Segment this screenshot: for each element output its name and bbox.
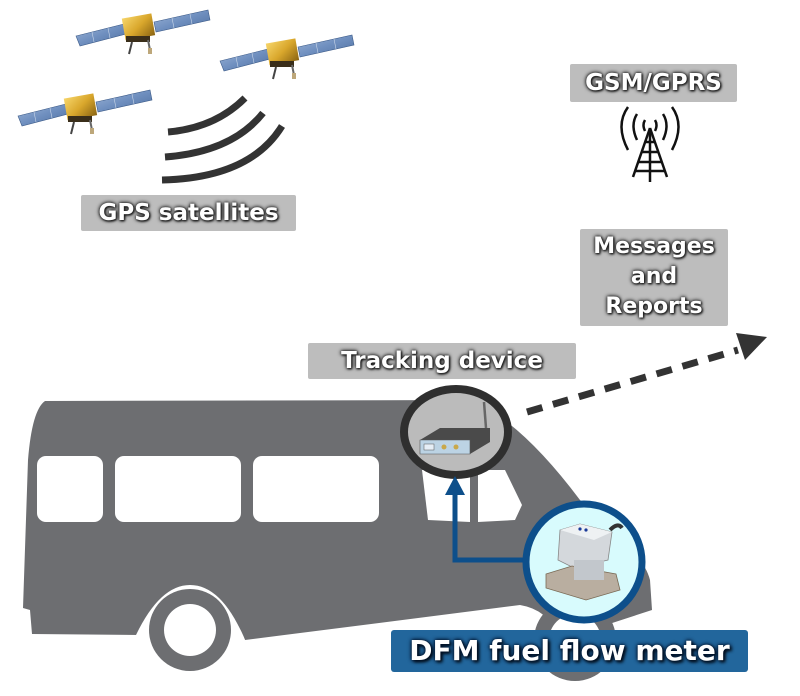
satellite-icon <box>75 9 211 55</box>
gsm-gprs-label: GSM/GPRS <box>570 64 737 102</box>
signal-waves-icon <box>161 95 285 184</box>
satellite-icon <box>17 89 153 135</box>
dfm-fuel-flow-meter-label: DFM fuel flow meter <box>391 630 748 672</box>
satellite-icon <box>219 34 355 80</box>
messages-label-line1: Messages <box>593 234 715 259</box>
messages-label-line3: Reports <box>605 294 703 319</box>
radio-tower-icon <box>620 106 680 182</box>
flow-arrow-icon <box>445 476 530 563</box>
dashed-arrow-icon <box>526 333 767 416</box>
tracking-device-label: Tracking device <box>308 343 576 379</box>
gps-satellites-label: GPS satellites <box>81 195 296 231</box>
messages-label-line2: and <box>630 264 678 289</box>
messages-reports-label: Messages and Reports <box>580 229 728 326</box>
tracking-device-icon <box>400 385 512 479</box>
fuel-flow-meter-icon <box>522 500 646 624</box>
